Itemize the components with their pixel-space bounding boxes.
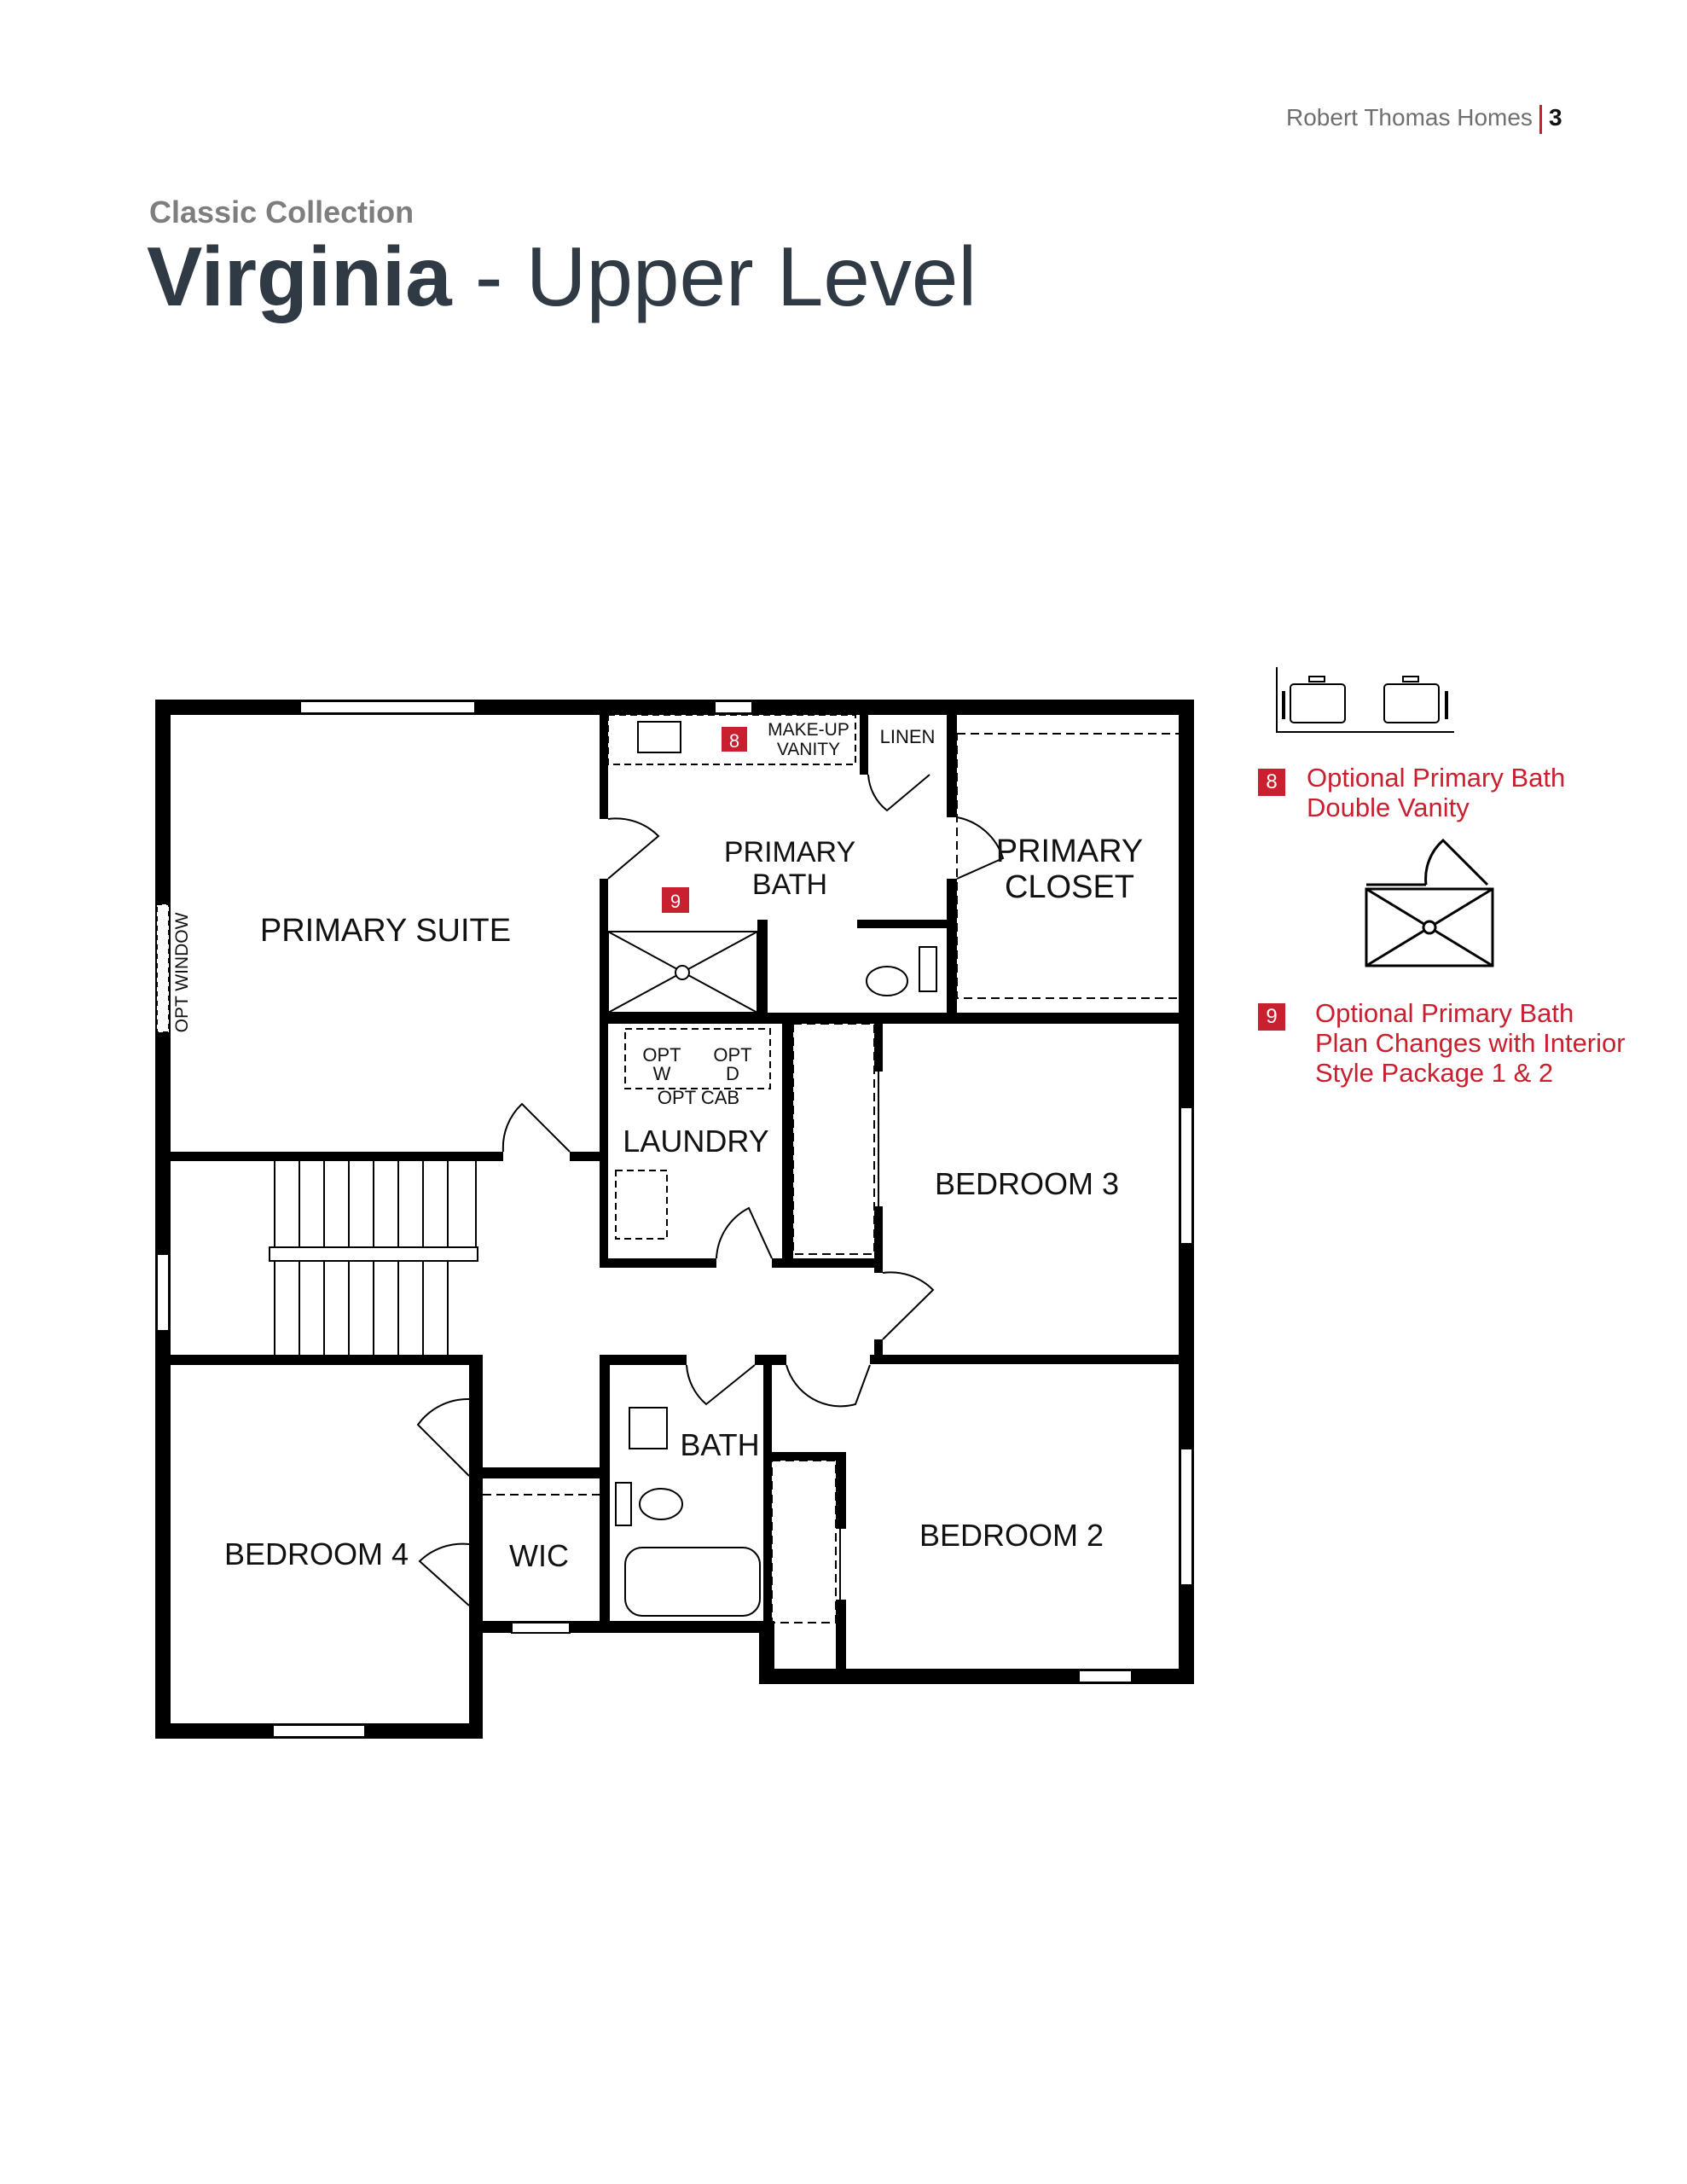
label-primary-suite: PRIMARY SUITE — [260, 913, 511, 949]
shower-diagram — [1365, 838, 1494, 967]
badge-9: 9 — [670, 891, 681, 912]
legend-item-8: Optional Primary Bath Double Vanity — [1307, 763, 1565, 822]
page-title: Virginia - Upper Level — [147, 229, 977, 325]
label-opt-d: OPT — [713, 1044, 751, 1066]
legend-text: Style Package 1 & 2 — [1315, 1058, 1554, 1088]
legend-badge-8: 8 — [1258, 769, 1285, 796]
level-name: Upper Level — [525, 229, 977, 323]
label-opt-cab: OPT CAB — [658, 1087, 739, 1108]
legend-text: Optional Primary Bath — [1307, 763, 1566, 793]
label-primary-bath: BATH — [752, 868, 827, 901]
label-opt-w: OPT — [642, 1044, 681, 1066]
label-primary-closet: CLOSET — [1005, 869, 1134, 905]
legend-text: Double Vanity — [1307, 793, 1470, 822]
label-makeup-vanity: VANITY — [777, 740, 840, 759]
label-primary-bath: PRIMARY — [724, 836, 855, 868]
legend-badge-9: 9 — [1258, 1003, 1285, 1031]
stairs — [269, 1161, 478, 1355]
plan-name: Virginia — [147, 229, 452, 323]
double-vanity-diagram — [1276, 667, 1454, 733]
label-bedroom-3: BEDROOM 3 — [935, 1166, 1119, 1201]
brand-header: Robert Thomas Homes 3 — [1286, 104, 1562, 134]
badge-8: 8 — [729, 730, 739, 752]
legend-text: Optional Primary Bath — [1315, 998, 1574, 1028]
legend-item-9: Optional Primary Bath Plan Changes with … — [1315, 998, 1626, 1088]
room-labels: PRIMARY SUITE PRIMARY BATH PRIMARY CLOSE… — [172, 720, 1143, 1573]
legend-text: Plan Changes with Interior — [1315, 1028, 1626, 1058]
label-linen: LINEN — [880, 726, 936, 747]
doors — [416, 774, 1005, 1606]
label-bedroom-2: BEDROOM 2 — [919, 1518, 1104, 1553]
label-opt-window: OPT WINDOW — [172, 912, 192, 1032]
windows — [156, 700, 1193, 1738]
collection-name: Classic Collection — [149, 195, 415, 229]
label-bedroom-4: BEDROOM 4 — [224, 1536, 409, 1571]
label-laundry: LAUNDRY — [623, 1124, 768, 1159]
label-makeup-vanity: MAKE-UP — [768, 720, 849, 740]
title-separator: - — [451, 229, 526, 323]
divider — [1539, 104, 1542, 134]
plan-badges: 8 9 — [662, 727, 747, 913]
brand-name: Robert Thomas Homes — [1286, 104, 1533, 131]
label-wic: WIC — [509, 1538, 569, 1573]
label-opt-d: D — [726, 1063, 739, 1084]
page-number: 3 — [1548, 104, 1562, 131]
label-primary-closet: PRIMARY — [996, 834, 1143, 869]
label-opt-w: W — [653, 1063, 671, 1084]
label-bath: BATH — [680, 1427, 759, 1462]
fixtures — [483, 714, 1181, 1623]
